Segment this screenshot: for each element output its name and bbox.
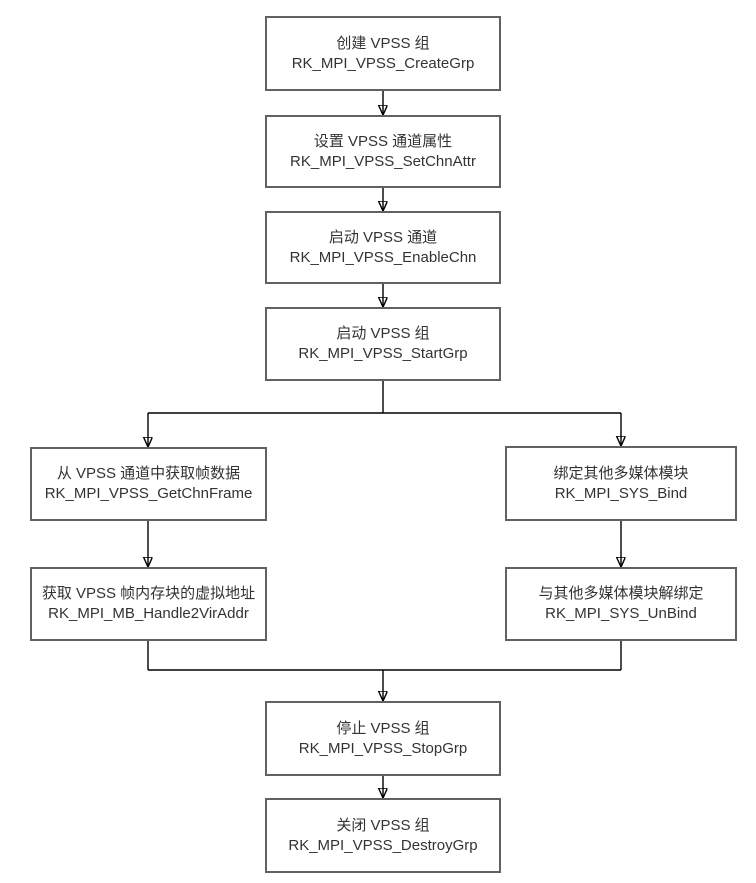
node-label: 获取 VPSS 帧内存块的虚拟地址 [41,585,256,602]
node-api: RK_MPI_VPSS_StopGrp [298,739,468,757]
node-handle2viraddr: 获取 VPSS 帧内存块的虚拟地址 RK_MPI_MB_Handle2VirAd… [30,567,267,641]
node-label: 与其他多媒体模块解绑定 [538,585,704,602]
node-api: RK_MPI_VPSS_StartGrp [298,345,468,362]
node-destroy-grp: 关闭 VPSS 组 RK_MPI_VPSS_DestroyGrp [265,798,501,873]
node-sys-bind: 绑定其他多媒体模块 RK_MPI_SYS_Bind [505,446,737,521]
node-set-chn-attr: 设置 VPSS 通道属性 RK_MPI_VPSS_SetChnAttr [265,115,501,188]
node-sys-unbind: 与其他多媒体模块解绑定 RK_MPI_SYS_UnBind [505,567,737,641]
node-api: RK_MPI_VPSS_CreateGrp [291,54,475,72]
node-api: RK_MPI_SYS_Bind [554,484,688,502]
node-label: 绑定其他多媒体模块 [553,464,689,482]
node-label: 启动 VPSS 组 [336,325,430,342]
node-label: 创建 VPSS 组 [336,34,430,52]
node-get-chn-frame: 从 VPSS 通道中获取帧数据 RK_MPI_VPSS_GetChnFrame [30,447,267,521]
node-label: 设置 VPSS 通道属性 [313,132,453,150]
node-label: 停止 VPSS 组 [336,719,430,737]
node-create-grp: 创建 VPSS 组 RK_MPI_VPSS_CreateGrp [265,16,501,91]
node-label: 从 VPSS 通道中获取帧数据 [56,465,241,482]
node-enable-chn: 启动 VPSS 通道 RK_MPI_VPSS_EnableChn [265,211,501,284]
node-label: 关闭 VPSS 组 [336,816,430,834]
node-api: RK_MPI_VPSS_DestroyGrp [288,836,478,854]
node-label: 启动 VPSS 通道 [328,228,438,246]
node-api: RK_MPI_VPSS_GetChnFrame [44,485,253,502]
node-api: RK_MPI_VPSS_EnableChn [289,248,477,266]
node-start-grp: 启动 VPSS 组 RK_MPI_VPSS_StartGrp [265,307,501,381]
node-stop-grp: 停止 VPSS 组 RK_MPI_VPSS_StopGrp [265,701,501,776]
node-api: RK_MPI_VPSS_SetChnAttr [290,152,476,170]
node-api: RK_MPI_SYS_UnBind [545,605,697,622]
node-api: RK_MPI_MB_Handle2VirAddr [48,605,249,622]
